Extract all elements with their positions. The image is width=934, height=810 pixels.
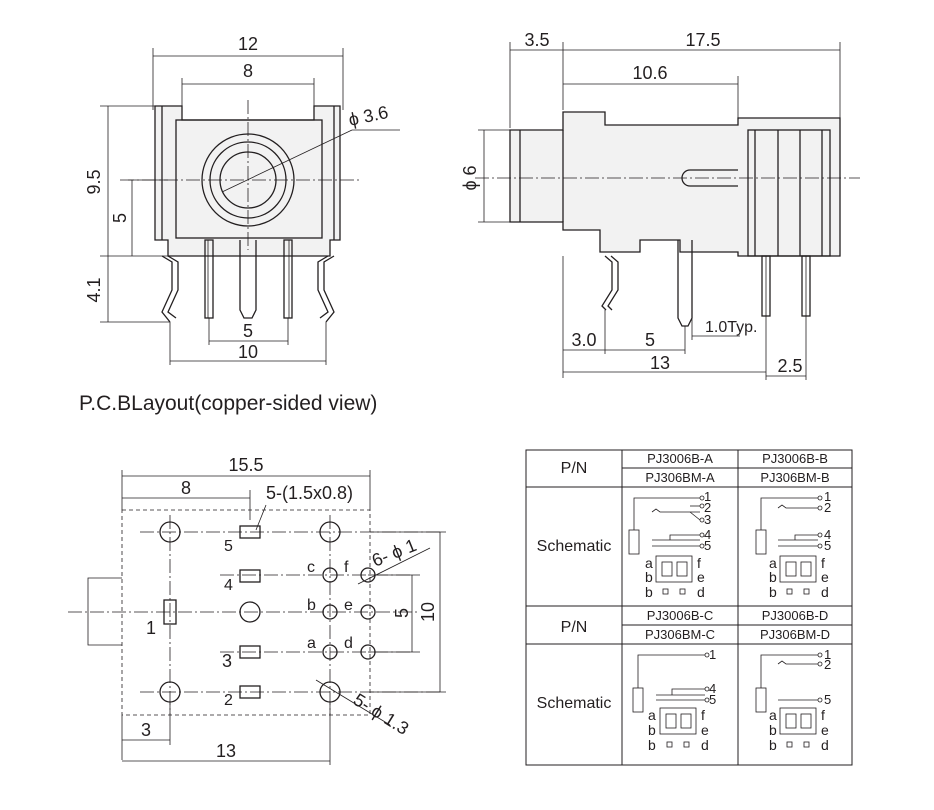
sa-p1: 1 (704, 489, 711, 504)
pcb-label-f: f (344, 559, 349, 576)
sd-d: d (821, 737, 829, 753)
pcb-layout: 15.5 8 5-(1.5x0.8) 5 (68, 455, 446, 765)
sd-b2: b (769, 737, 777, 753)
sb-d: d (821, 584, 829, 600)
side-dim-front: 3.5 (524, 30, 549, 50)
pcb-dim-bottom-a: 3 (141, 720, 151, 740)
table-pn-label-1: P/N (561, 460, 588, 477)
sd-a: a (769, 707, 777, 723)
pcb-label-c: c (307, 559, 315, 576)
sc-a: a (648, 707, 656, 723)
sb-a: a (769, 555, 777, 571)
pcb-label-p1: 1 (146, 618, 156, 638)
sd-p2: 2 (824, 657, 831, 672)
front-dim-pin-sp: 5 (243, 321, 253, 341)
pn-c-bottom: PJ306BM-C (645, 627, 715, 642)
pcb-dim-hole-small: 6- ϕ 1 (369, 535, 419, 571)
side-dim-total: 17.5 (685, 30, 720, 50)
pn-b-bottom: PJ306BM-B (760, 470, 829, 485)
sd-e: e (821, 722, 829, 738)
pcb-label-b: b (307, 597, 316, 614)
side-dim-dia: ϕ 6 (460, 165, 480, 190)
sc-e: e (701, 722, 709, 738)
sa-a: a (645, 555, 653, 571)
table-schematic-label-1: Schematic (537, 538, 612, 555)
sc-b2: b (648, 737, 656, 753)
sc-p1: 1 (709, 647, 716, 662)
front-dim-pin-len: 4.1 (84, 277, 104, 302)
pcb-dim-right-a: 5 (392, 608, 412, 618)
pn-a-bottom: PJ306BM-A (645, 470, 715, 485)
side-dim-end: 2.5 (777, 356, 802, 376)
sa-b2: b (645, 584, 653, 600)
front-dim-height: 9.5 (84, 169, 104, 194)
sa-p3: 3 (704, 512, 711, 527)
sc-p5: 5 (709, 692, 716, 707)
side-dim-typ: 1.0Typ. (705, 319, 757, 336)
front-dim-pin-total: 10 (238, 342, 258, 362)
side-dim-pin3: 13 (650, 353, 670, 373)
side-dim-pin2: 5 (645, 330, 655, 350)
sc-f: f (701, 707, 705, 723)
pcb-label-p5: 5 (224, 538, 233, 555)
pcb-dim-left: 8 (181, 478, 191, 498)
pcb-label-a: a (307, 635, 316, 652)
sb-e: e (821, 569, 829, 585)
schematic-a: 1 2 3 4 5 a b b f e d (628, 489, 711, 600)
side-dim-pin1: 3.0 (571, 330, 596, 350)
pn-a-top: PJ3006B-A (647, 451, 713, 466)
front-dim-inner: 8 (243, 61, 253, 81)
front-dim-mid: 5 (110, 213, 130, 223)
pcb-dim-bottom-b: 13 (216, 741, 236, 761)
pcb-dim-width: 15.5 (228, 455, 263, 475)
pn-d-top: PJ3006B-D (762, 608, 828, 623)
sc-b1: b (648, 722, 656, 738)
sa-e: e (697, 569, 705, 585)
sb-b1: b (769, 569, 777, 585)
sa-p4: 4 (704, 527, 711, 542)
sa-d: d (697, 584, 705, 600)
pcb-label-e: e (344, 597, 353, 614)
pcb-layout-heading: P.C.BLayout(copper-sided view) (79, 392, 377, 415)
sd-f: f (821, 707, 825, 723)
sb-b2: b (769, 584, 777, 600)
schematic-b: 1 2 4 5 a b b f e d (755, 489, 831, 600)
pn-b-top: PJ3006B-B (762, 451, 828, 466)
pcb-label-p4: 4 (224, 577, 233, 594)
schematic-d: 1 2 5 a b b f e d (755, 647, 831, 753)
side-dim-body: 10.6 (632, 63, 667, 83)
sa-p2: 2 (704, 500, 711, 515)
pcb-label-p2: 2 (224, 692, 233, 709)
sd-p1: 1 (824, 647, 831, 662)
pn-c-top: PJ3006B-C (647, 608, 713, 623)
sb-p2: 2 (824, 500, 831, 515)
sb-p4: 4 (824, 527, 831, 542)
pcb-dim-hole-large: 5- ϕ 1.3 (350, 689, 412, 738)
spec-table: P/N P/N Schematic Schematic PJ3006B-A PJ… (525, 449, 853, 766)
sc-p4: 4 (709, 681, 716, 696)
sa-f: f (697, 555, 701, 571)
sd-b1: b (769, 722, 777, 738)
pn-d-bottom: PJ306BM-D (760, 627, 830, 642)
table-schematic-label-2: Schematic (537, 695, 612, 712)
sb-f: f (821, 555, 825, 571)
sc-d: d (701, 737, 709, 753)
side-view: 3.5 17.5 10.6 ϕ 6 (460, 30, 860, 380)
front-view: 12 8 ϕ 3.6 9.5 5 4.1 (84, 34, 400, 365)
front-dim-dia: ϕ 3.6 (347, 102, 390, 130)
pcb-dim-right-b: 10 (418, 602, 438, 622)
sa-p5: 5 (704, 538, 711, 553)
pcb-label-d: d (344, 635, 353, 652)
pcb-dim-slot: 5-(1.5x0.8) (266, 483, 353, 503)
table-pn-label-2: P/N (561, 619, 588, 636)
sb-p5: 5 (824, 538, 831, 553)
sa-b1: b (645, 569, 653, 585)
pcb-label-p3: 3 (222, 651, 232, 671)
schematic-c: 1 4 5 a b b f e d (632, 647, 716, 753)
front-dim-width: 12 (238, 34, 258, 54)
sb-p1: 1 (824, 489, 831, 504)
sd-p5: 5 (824, 692, 831, 707)
